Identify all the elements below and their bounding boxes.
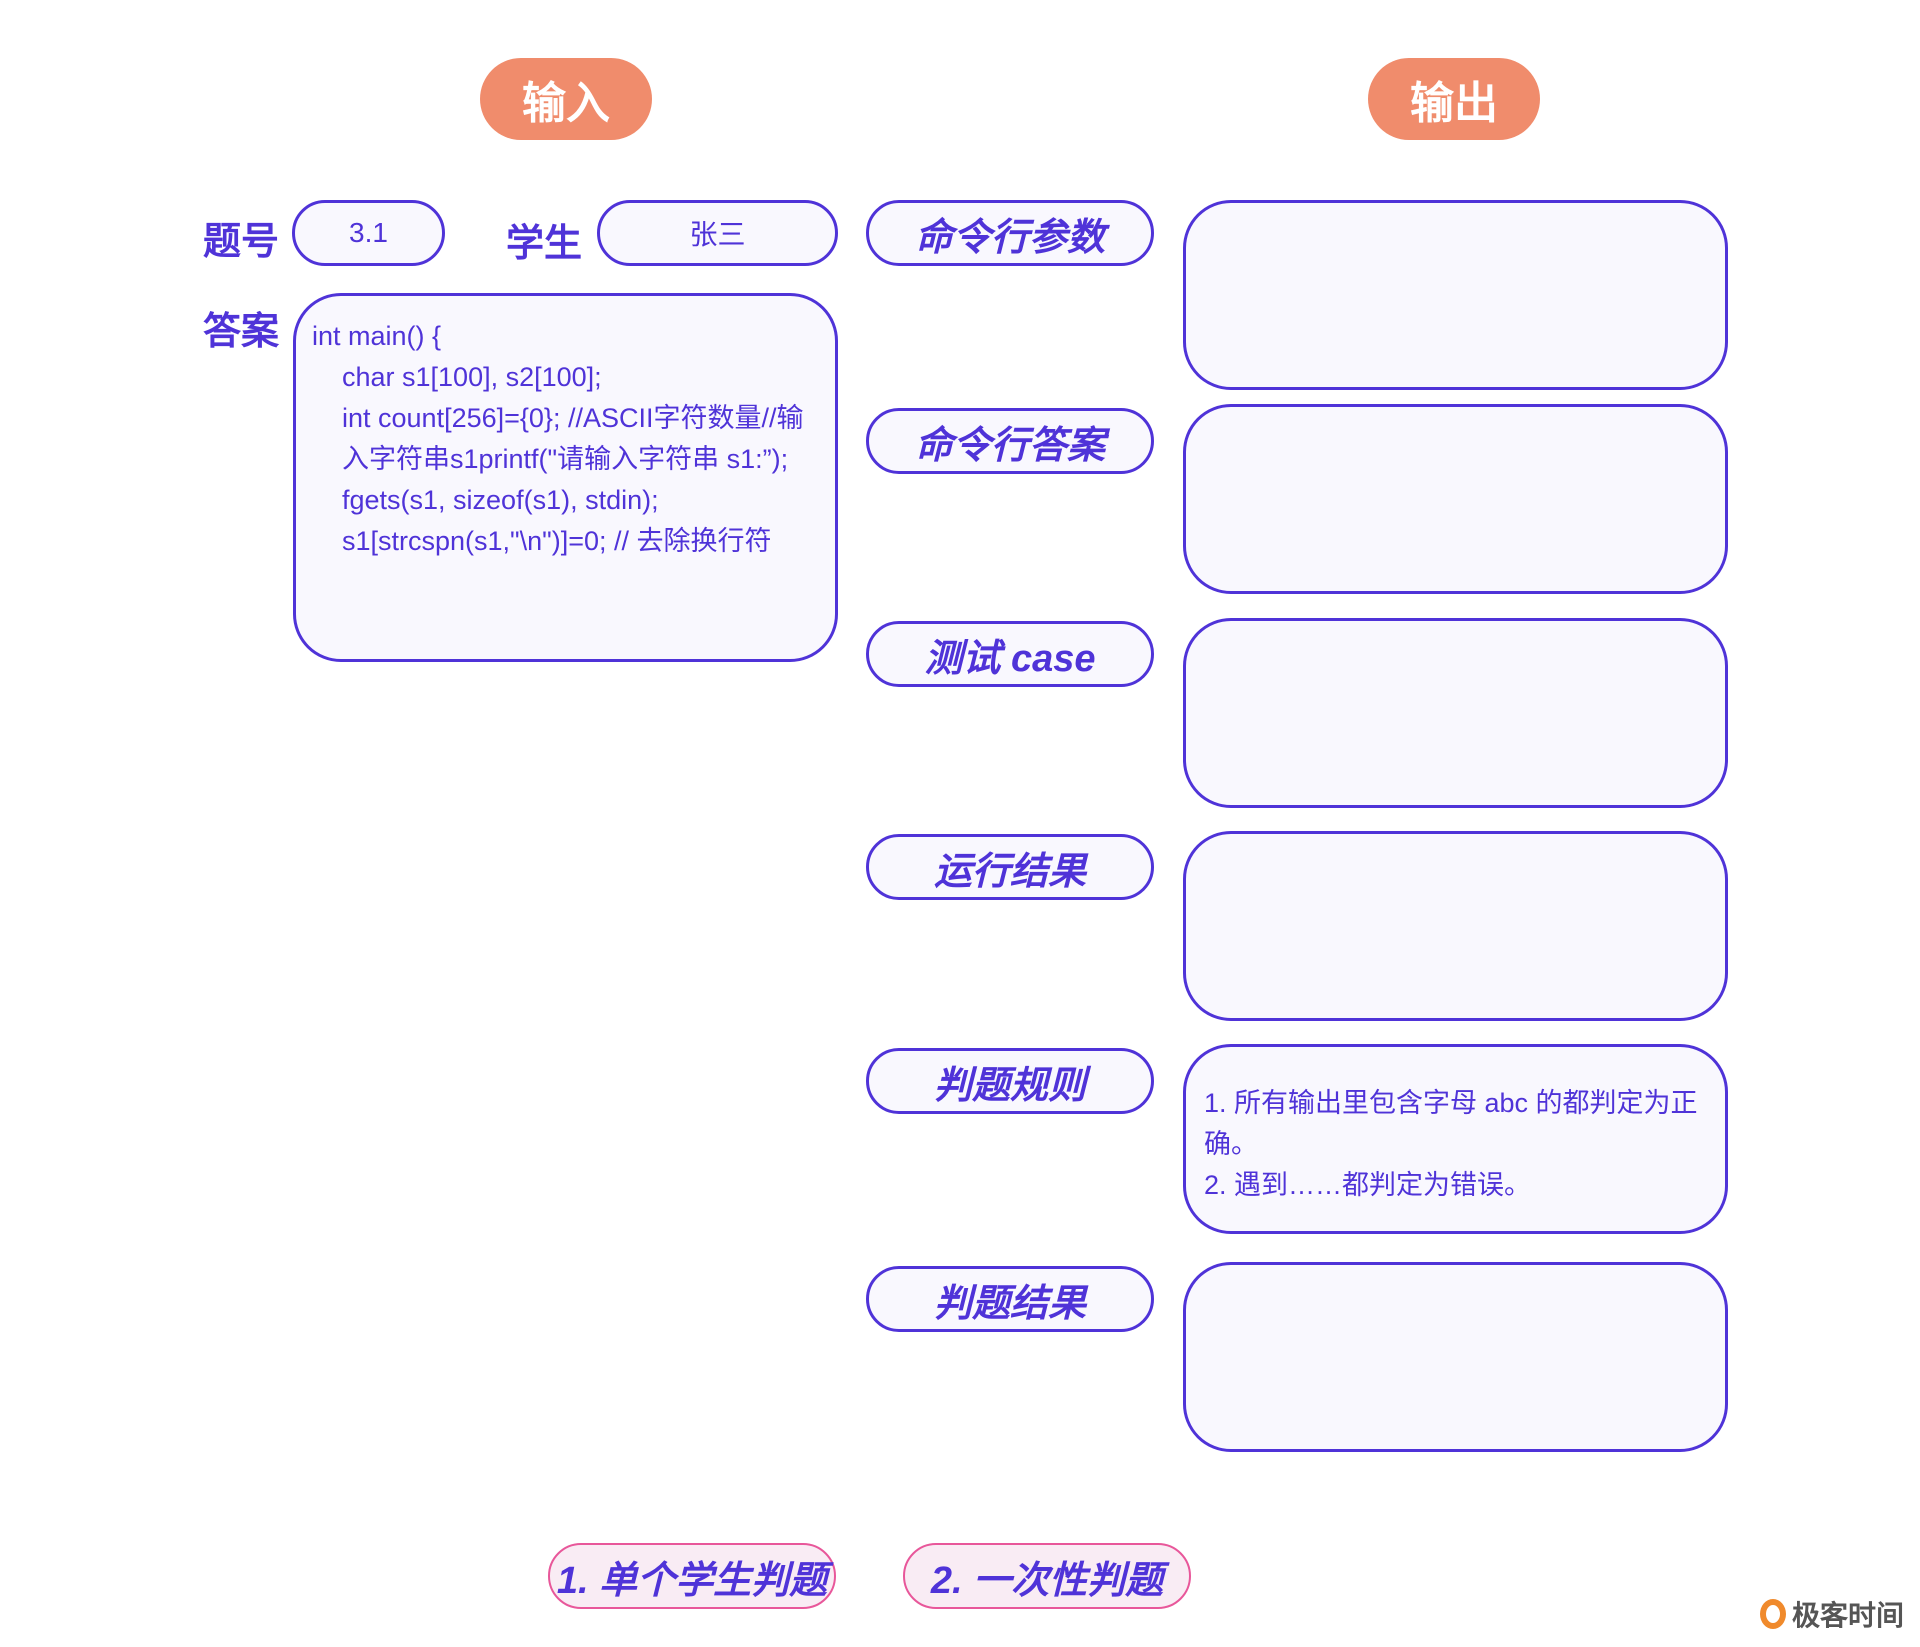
question-label: 题号 (203, 221, 280, 263)
logo-icon (1760, 1599, 1786, 1629)
question-number-field[interactable]: 3.1 (292, 200, 445, 266)
logo: 极客时间 (1760, 1594, 1904, 1634)
student-field[interactable]: 张三 (597, 200, 838, 266)
code-line: int main() { (312, 321, 442, 351)
rule-line: 1. 所有输出里包含字母 abc 的都判定为正确。 (1204, 1088, 1698, 1159)
tag-run-result: 运行结果 (866, 834, 1154, 900)
code-line: fgets(s1, sizeof(s1), stdin); (342, 485, 659, 515)
test-case-box[interactable] (1183, 618, 1728, 808)
answer-label: 答案 (203, 311, 280, 353)
answer-code-field[interactable]: int main() { char s1[100], s2[100]; int … (293, 293, 838, 662)
batch-judge-button[interactable]: 2. 一次性判题 (903, 1543, 1191, 1609)
tag-judge-rules: 判题规则 (866, 1048, 1154, 1114)
tag-judge-result: 判题结果 (866, 1266, 1154, 1332)
rule-line: 2. 遇到……都判定为错误。 (1204, 1170, 1532, 1200)
judge-rules-box[interactable]: 1. 所有输出里包含字母 abc 的都判定为正确。 2. 遇到……都判定为错误。 (1183, 1044, 1728, 1234)
judge-result-box[interactable] (1183, 1262, 1728, 1452)
tag-cli-args: 命令行参数 (866, 200, 1154, 266)
tag-test-case: 测试 case (866, 621, 1154, 687)
tag-cli-answer: 命令行答案 (866, 408, 1154, 474)
output-header: 输出 (1368, 58, 1540, 140)
run-result-box[interactable] (1183, 831, 1728, 1021)
logo-text: 极客时间 (1792, 1600, 1905, 1631)
code-line: s1[strcspn(s1,"\n")]=0; // 去除换行符 (342, 526, 772, 556)
code-line: char s1[100], s2[100]; (342, 362, 602, 392)
single-student-judge-button[interactable]: 1. 单个学生判题 (548, 1543, 836, 1609)
cli-answer-box[interactable] (1183, 404, 1728, 594)
code-line: int count[256]={0}; //ASCII字符数量//输入字符串s1… (342, 403, 804, 474)
cli-args-box[interactable] (1183, 200, 1728, 390)
input-header: 输入 (480, 58, 652, 140)
student-label: 学生 (506, 223, 583, 265)
